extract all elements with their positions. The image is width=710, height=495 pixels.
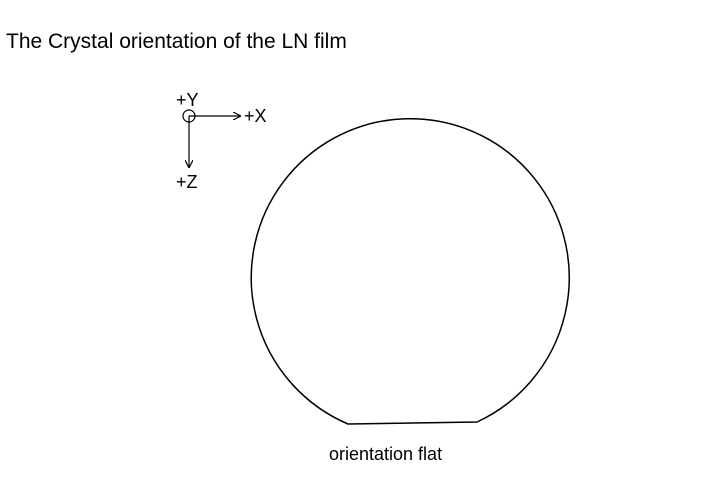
axis-label-y: +Y <box>176 90 199 110</box>
axis-label-x: +X <box>244 106 267 126</box>
axis-indicator: +Y +X +Z <box>176 90 267 192</box>
orientation-flat-label: orientation flat <box>329 444 442 464</box>
axis-label-z: +Z <box>176 172 198 192</box>
page-title: The Crystal orientation of the LN film <box>6 30 347 53</box>
wafer-outline <box>250 117 570 425</box>
